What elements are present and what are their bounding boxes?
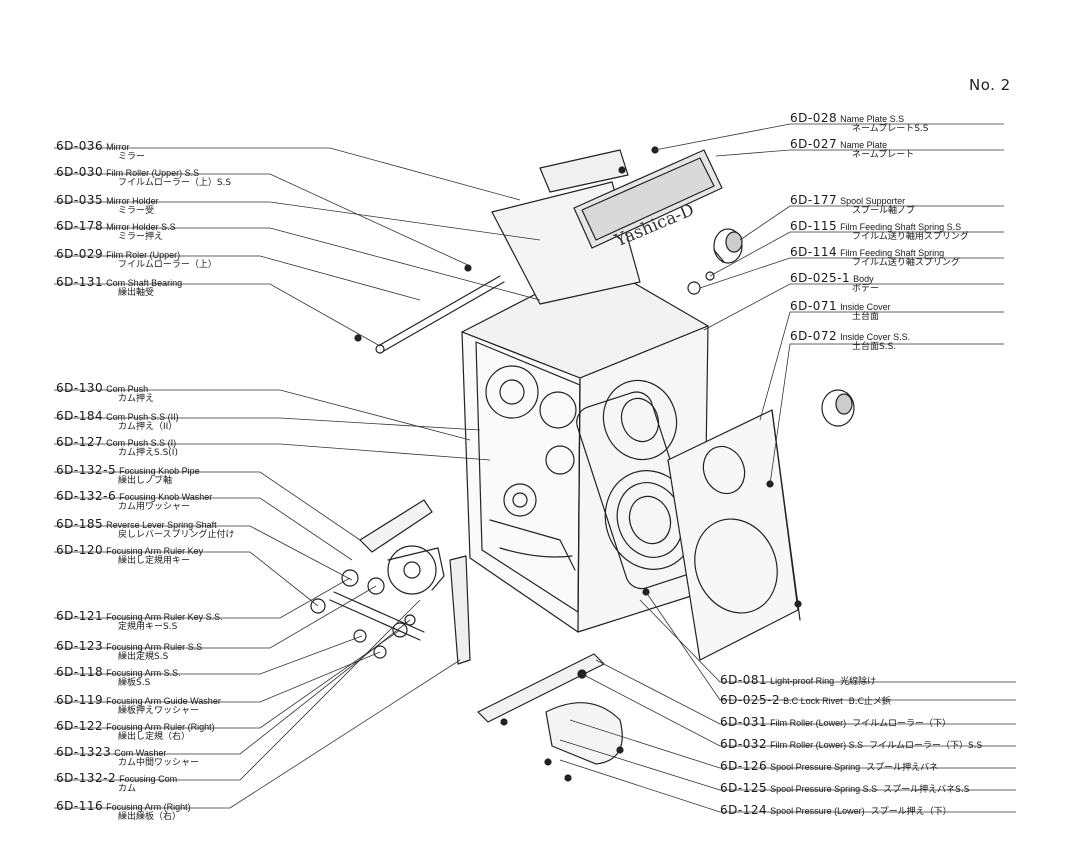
film-roller-upper-part bbox=[375, 275, 505, 354]
screws-part bbox=[354, 146, 774, 596]
page-number: No. 2 bbox=[969, 76, 1011, 94]
spool-pressure-part bbox=[544, 702, 624, 782]
leader-lines bbox=[54, 123, 1016, 813]
camera-body-part bbox=[461, 261, 709, 633]
inside-cover-part bbox=[667, 409, 802, 661]
spool-supporter-knob-part bbox=[687, 228, 743, 295]
focusing-knob-part bbox=[821, 389, 855, 427]
focusing-arm-assembly-part bbox=[310, 499, 471, 665]
